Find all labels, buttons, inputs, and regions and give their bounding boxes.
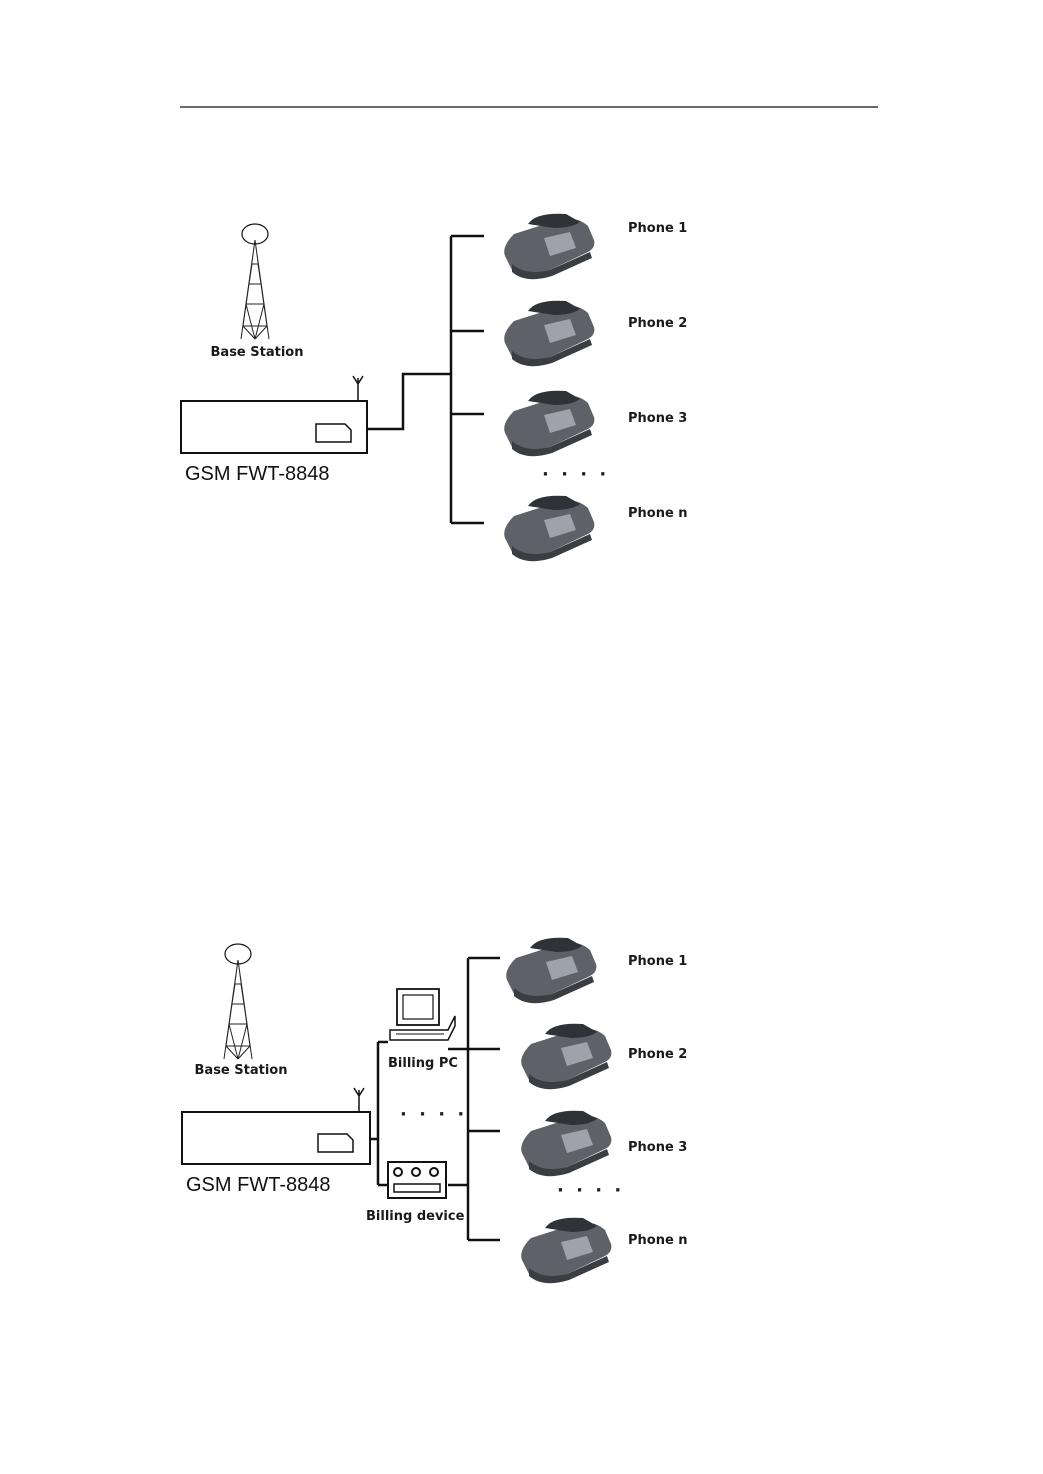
phone-icon <box>504 301 594 366</box>
phone-label: Phone 3 <box>628 1140 687 1155</box>
phone-label: Phone 1 <box>628 221 687 236</box>
billing-device-label: Billing device <box>366 1209 465 1224</box>
billing-ellipsis: · · · · <box>400 1104 467 1125</box>
device-label: GSM FWT-8848 <box>185 463 329 485</box>
phone-icon <box>506 938 596 1003</box>
phone-label: Phone n <box>628 1233 688 1248</box>
phone-icon <box>521 1218 611 1283</box>
diagram-1: Base Station GSM FWT-8848 Phone 1 Phone … <box>181 214 688 561</box>
base-station-label: Base Station <box>211 345 304 360</box>
phone-icon <box>504 214 594 279</box>
gsm-device <box>182 1088 370 1164</box>
phone-icon <box>521 1024 611 1089</box>
billing-device-icon <box>388 1162 446 1198</box>
phone-label: Phone n <box>628 506 688 521</box>
sim-slot-icon <box>318 1134 353 1152</box>
phone-label: Phone 3 <box>628 411 687 426</box>
phone-label: Phone 1 <box>628 954 687 969</box>
antenna-icon <box>353 376 363 401</box>
tower-icon <box>241 224 269 339</box>
phone-label: Phone 2 <box>628 1047 687 1062</box>
connection-lines <box>367 236 484 523</box>
base-station-label: Base Station <box>195 1063 288 1078</box>
phone-icon <box>504 391 594 456</box>
computer-icon <box>390 989 455 1040</box>
antenna-icon <box>354 1088 364 1112</box>
phone-label: Phone 2 <box>628 316 687 331</box>
sim-slot-icon <box>316 424 351 442</box>
phone-icon <box>504 496 594 561</box>
ellipsis: · · · · <box>557 1180 624 1201</box>
diagram-2: Base Station GSM FWT-8848 Bil <box>182 938 688 1283</box>
tower-icon <box>224 944 252 1059</box>
ellipsis: · · · · <box>542 464 609 485</box>
phone-icon <box>521 1111 611 1176</box>
billing-pc-label: Billing PC <box>388 1056 458 1071</box>
device-label: GSM FWT-8848 <box>186 1174 330 1196</box>
gsm-device <box>181 376 367 453</box>
